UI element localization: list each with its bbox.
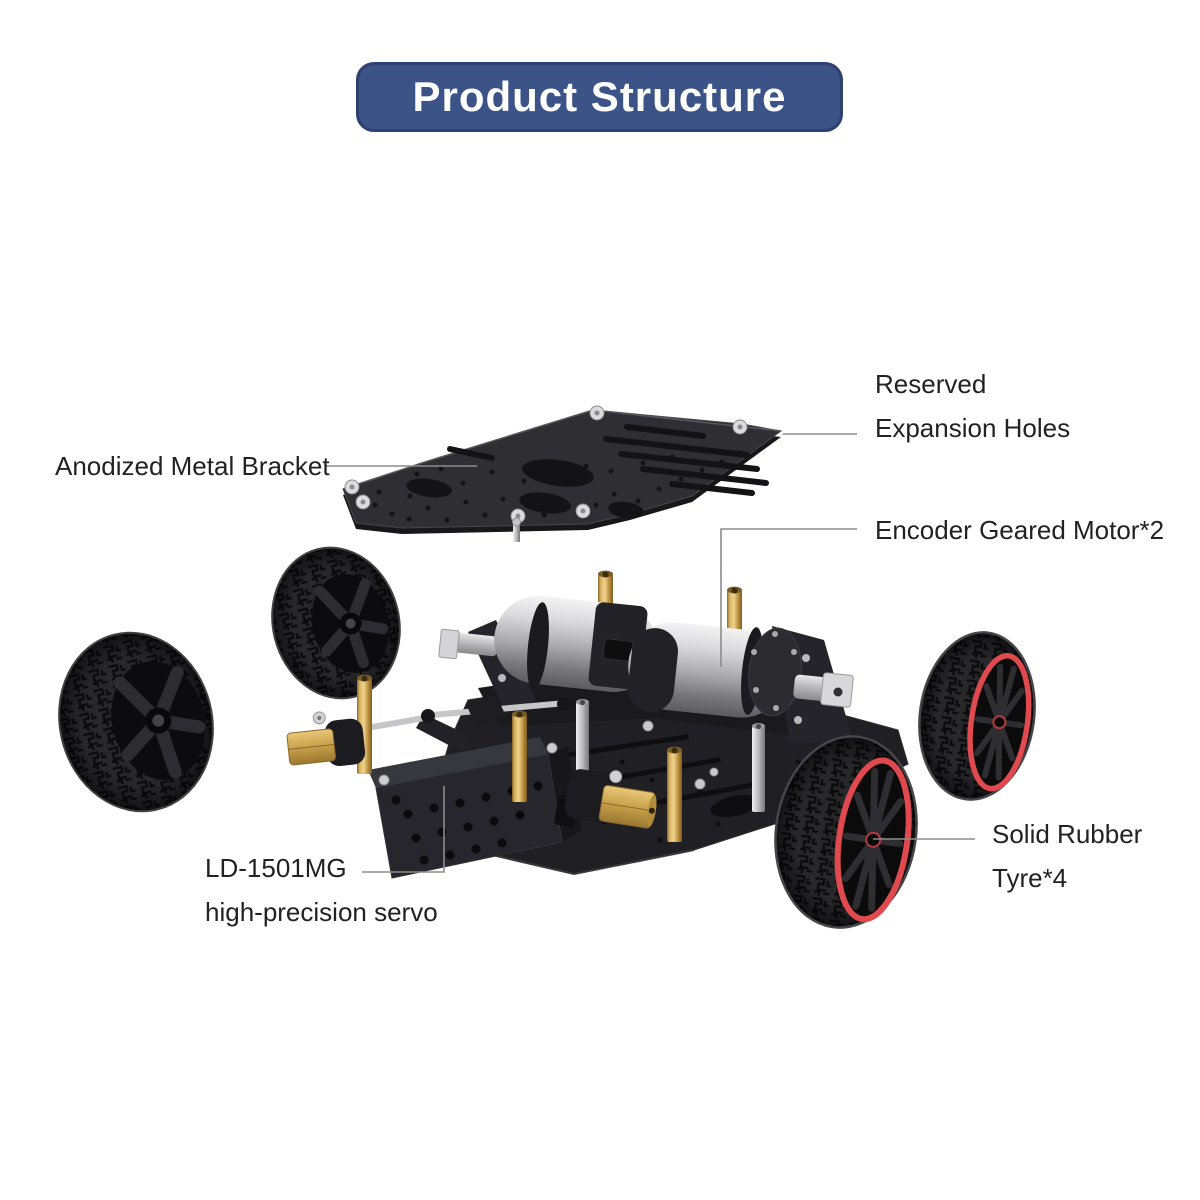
brass-standoff [512,710,527,802]
wheel-upper-right [918,631,1036,801]
brass-standoff [667,746,682,842]
leader-servo [362,786,445,873]
deck-screw [694,778,706,790]
label-text: Anodized Metal Bracket [55,451,330,481]
steel-post [576,699,589,776]
expansion-slots [447,424,769,496]
label-solid-rubber-tyre: Solid Rubber Tyre*4 [992,812,1142,900]
leader-encoder-motor [720,528,857,667]
encoder-geared-motors [438,596,854,718]
plate-cutouts [406,459,644,519]
hanging-screw [512,517,521,542]
right-wheel-coupling [564,769,657,829]
wheel-upper-left [271,546,401,700]
label-text-line2: Tyre*4 [992,863,1068,893]
gearbox-output [748,627,854,717]
anodized-metal-bracket [342,405,783,542]
wheel-lower-right [774,735,918,929]
wheel-far-left [58,631,214,813]
brass-standoff [727,586,742,636]
left-wheel-coupling [286,711,366,767]
label-text-line2: Expansion Holes [875,413,1071,443]
plate-screws [344,405,748,524]
title-badge: Product Structure [356,62,843,132]
label-text-line1: Reserved [875,369,987,399]
label-encoder-geared-motor: Encoder Geared Motor*2 [875,508,1164,552]
label-text-line1: LD-1501MG [205,853,347,883]
label-ld-1501mg-servo: LD-1501MG high-precision servo [205,846,438,934]
page-title: Product Structure [412,73,787,120]
steel-post [752,723,765,812]
label-anodized-metal-bracket: Anodized Metal Bracket [55,444,330,488]
turbine-spokes [842,767,905,912]
label-text-line1: Solid Rubber [992,819,1143,849]
label-text: Encoder Geared Motor*2 [875,515,1165,545]
label-reserved-expansion-holes: Reserved Expansion Holes [875,362,1070,450]
label-text-line2: high-precision servo [205,897,438,927]
